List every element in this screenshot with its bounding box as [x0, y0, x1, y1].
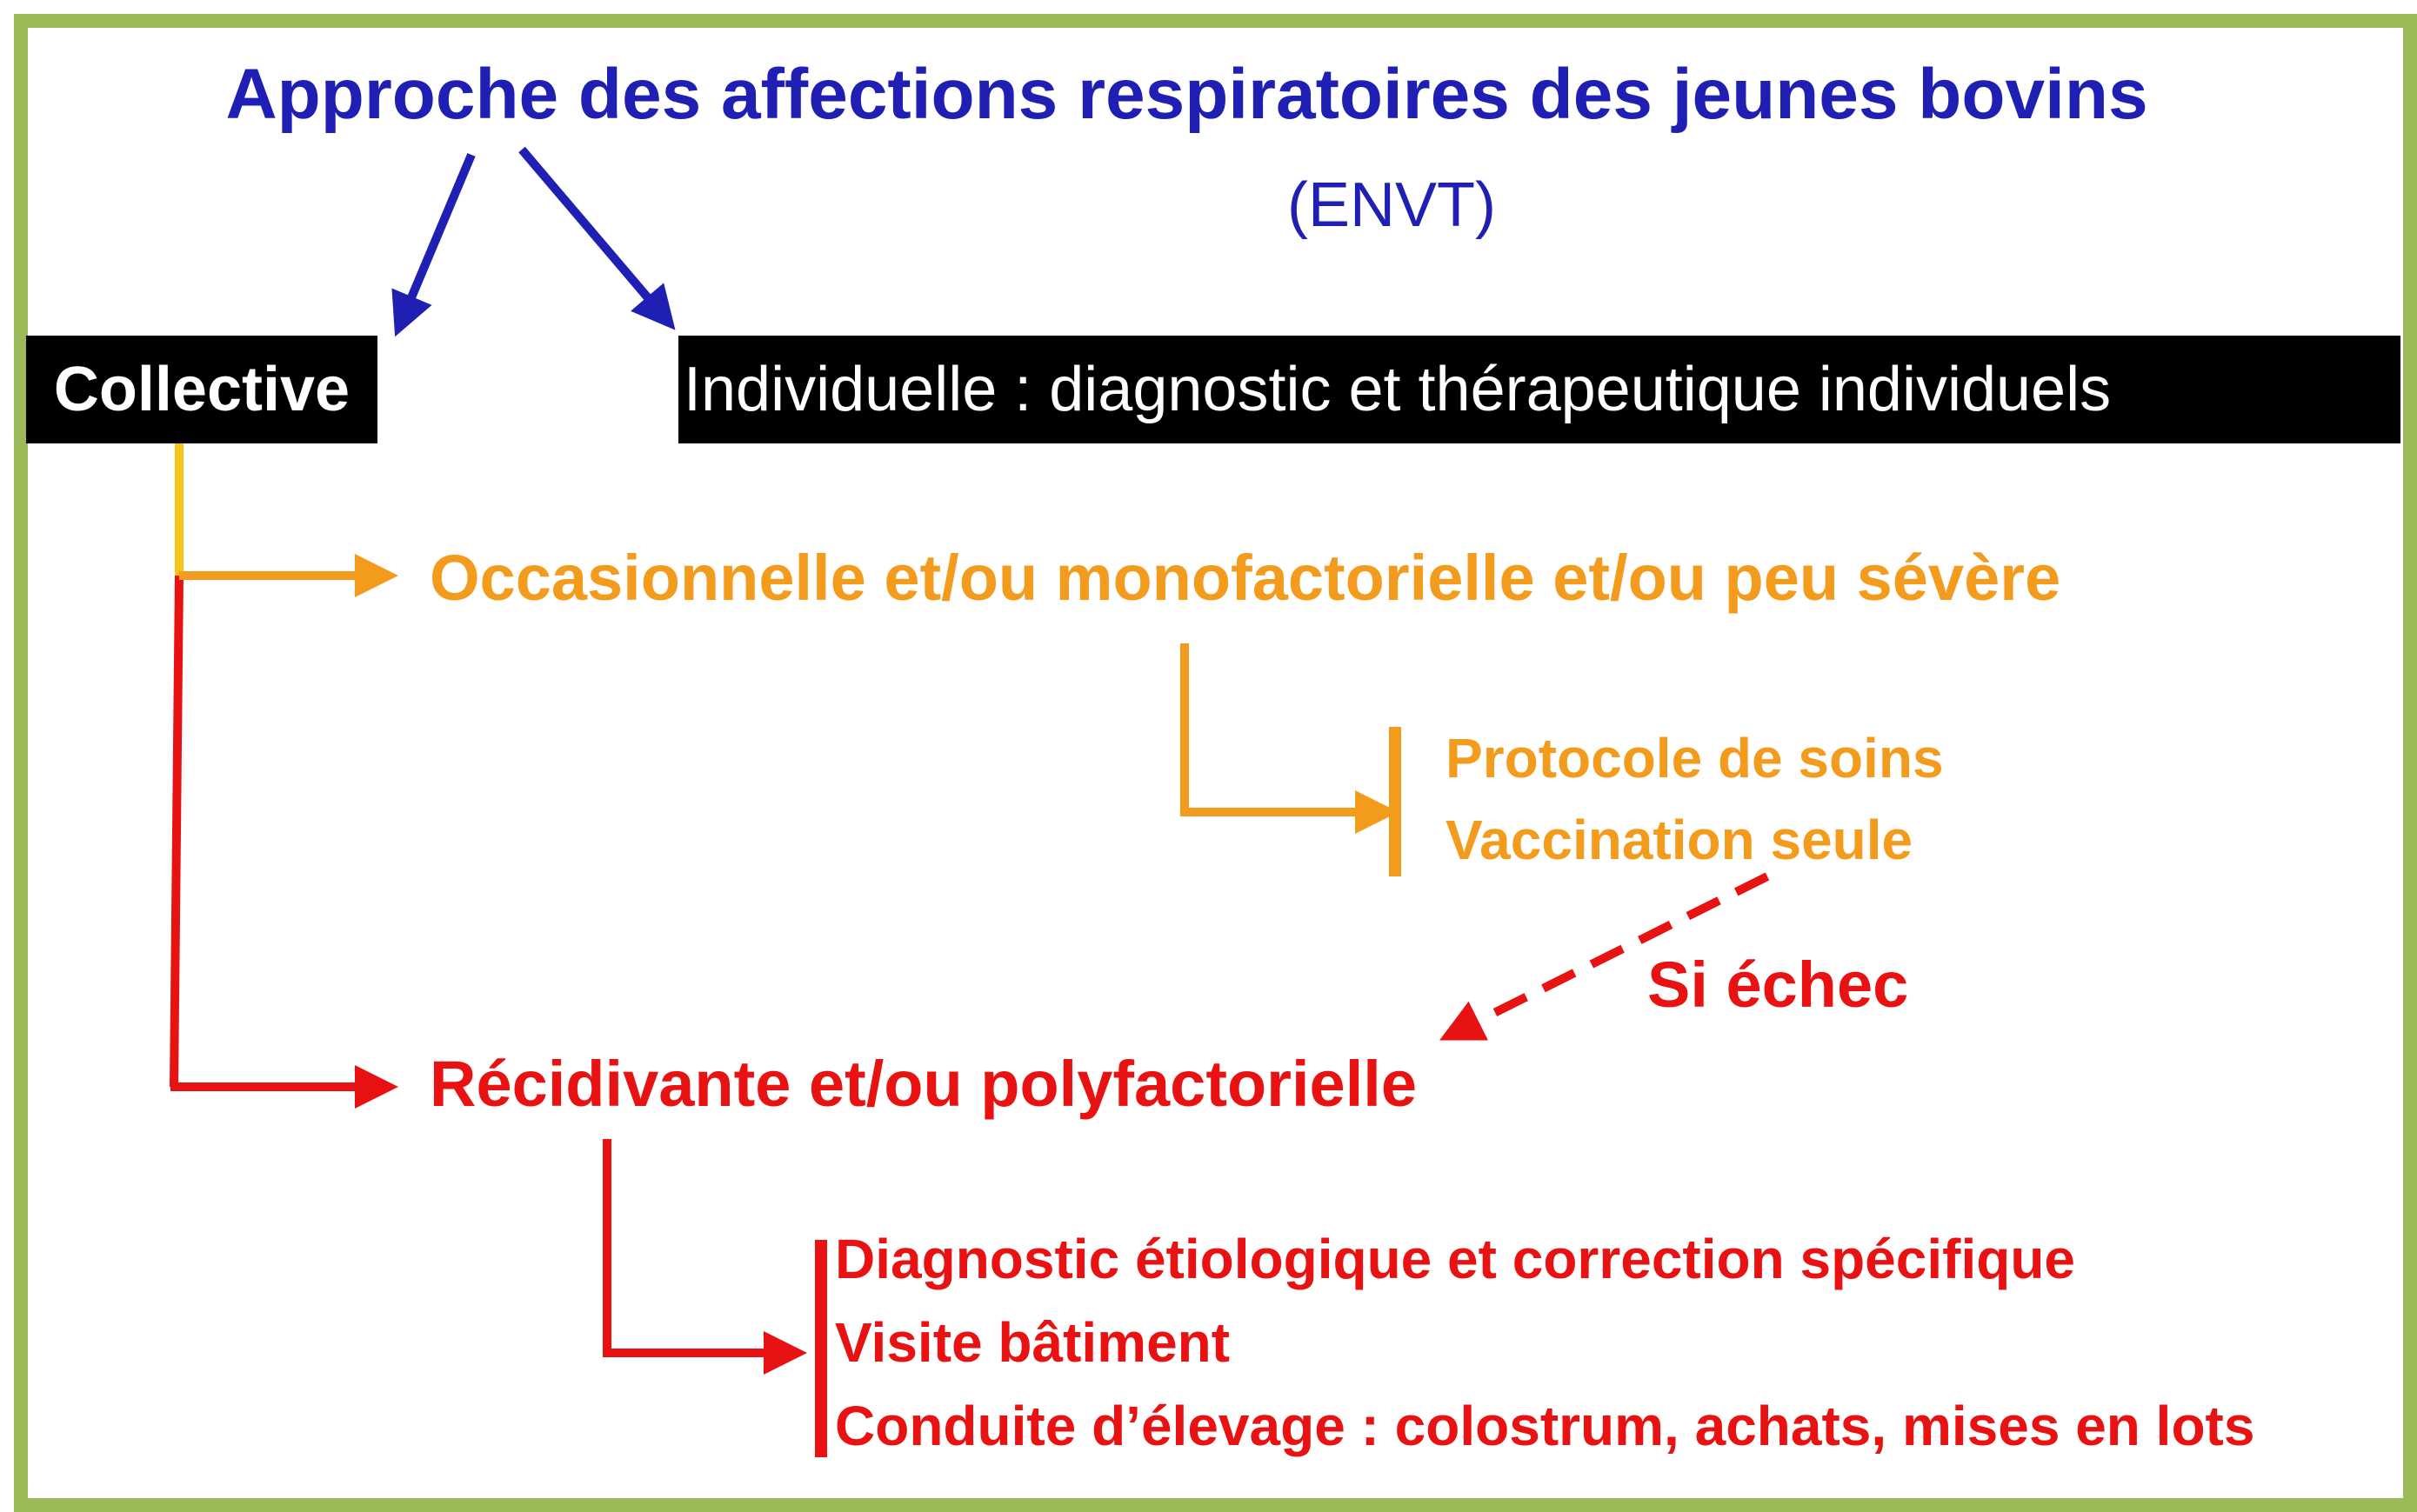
arrow-to-individuelle — [518, 146, 676, 330]
collective-label: Collective — [53, 355, 351, 424]
connector-collective-red — [170, 575, 184, 1088]
action-vaccination: Vaccination seule — [1446, 809, 1913, 871]
diagram-subtitle: (ENVT) — [1287, 170, 1496, 240]
diagram-frame — [14, 14, 2417, 1512]
individuelle-box: Individuelle : diagnostic et thérapeutiq… — [678, 336, 2400, 443]
arrow-to-collective — [391, 153, 476, 337]
action-conduite: Conduite d’élevage : colostrum, achats, … — [835, 1395, 2255, 1457]
arrow-failure — [1439, 872, 1770, 1041]
connector-recidivante-actions — [603, 1139, 807, 1375]
recidivante-label: Récidivante et/ou polyfactorielle — [430, 1048, 1417, 1120]
collective-box: Collective — [26, 336, 377, 443]
action-protocole: Protocole de soins — [1446, 727, 1944, 789]
failure-label: Si échec — [1647, 949, 1909, 1021]
action-visite: Visite bâtiment — [835, 1311, 1231, 1374]
action-diagnostic: Diagnostic étiologique et correction spé… — [835, 1228, 2075, 1290]
individuelle-label: Individuelle : diagnostic et thérapeutiq… — [684, 355, 2112, 424]
occasionnelle-label: Occasionnelle et/ou monofactorielle et/o… — [430, 542, 2061, 614]
diagram-title: Approche des affections respiratoires de… — [225, 55, 2148, 134]
connector-occasionnelle-actions — [1180, 643, 1399, 834]
